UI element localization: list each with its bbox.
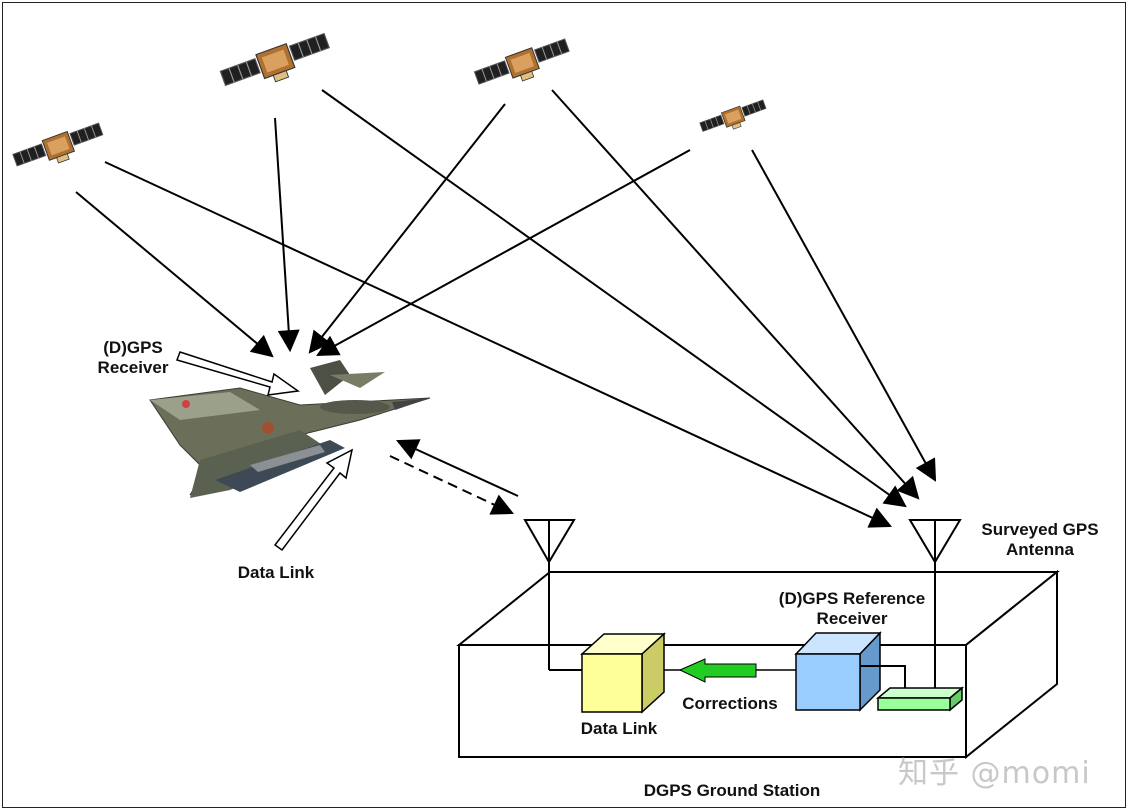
radio-link-arrows: [389, 439, 519, 515]
signal-sat2-antenna: [321, 89, 907, 508]
reference-receiver-label-line2: Receiver: [816, 609, 888, 628]
aircraft-image: [149, 360, 431, 498]
signal-sat3-antenna: [551, 89, 920, 500]
data-link-antenna: [523, 519, 584, 671]
radio-downlink-arrow: [389, 455, 514, 515]
corrections-arrow: [664, 658, 796, 683]
watermark: 知乎 @momi: [898, 756, 1091, 791]
surveyed-antenna-label-line2: Antenna: [1006, 540, 1074, 559]
radio-uplink-arrow: [396, 439, 519, 497]
signal-lines: [75, 89, 937, 528]
receiver-cable: [860, 665, 906, 688]
surveyed-antenna-label-line1: Surveyed GPS: [981, 520, 1099, 539]
dgps-receiver-label-line1: (D)GPS: [103, 338, 163, 357]
reference-receiver-label-line1: (D)GPS Reference: [778, 589, 926, 608]
aircraft-data-link-label: Data Link: [237, 563, 315, 582]
data-link-box-label: Data Link: [580, 719, 658, 738]
dgps-receiver-label: (D)GPS Receiver: [88, 338, 178, 378]
reference-receiver-cube: [794, 631, 882, 712]
data-link-cube: [580, 632, 666, 714]
antenna-plate: [875, 686, 965, 712]
satellite-2: [218, 29, 335, 99]
corrections-label: Corrections: [682, 694, 778, 713]
surveyed-antenna-label: Surveyed GPS Antenna: [970, 520, 1110, 560]
ground-station-label: DGPS Ground Station: [643, 781, 821, 800]
signal-sat3-aircraft: [308, 103, 506, 354]
satellite-3: [472, 35, 574, 96]
dgps-receiver-label-line2: Receiver: [97, 358, 169, 377]
satellite-4: [698, 97, 770, 140]
ground-station-box: [456, 569, 1060, 760]
signal-sat4-antenna: [751, 149, 937, 482]
signal-sat1-aircraft: [75, 191, 274, 358]
signal-sat4-aircraft: [316, 149, 691, 357]
reference-receiver-label: (D)GPS Reference Receiver: [762, 589, 942, 629]
data-link-pointer-arrow: [273, 448, 354, 552]
signal-sat2-aircraft: [274, 117, 300, 353]
satellite-1: [11, 120, 108, 178]
surveyed-gps-antenna: [908, 519, 962, 688]
receiver-pointer-arrow: [176, 351, 300, 396]
signal-sat1-antenna: [104, 161, 892, 528]
